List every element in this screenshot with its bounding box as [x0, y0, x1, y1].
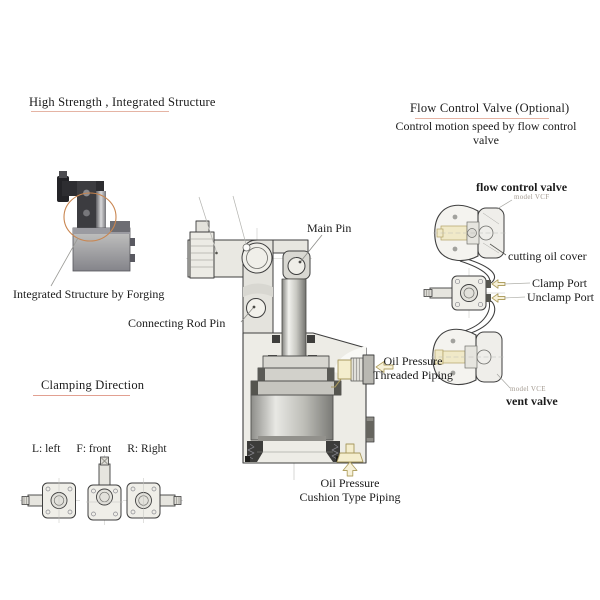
cutting-oil-cover-leader [489, 243, 507, 256]
oil-flow-arrows [342, 279, 506, 477]
main-pin-leader [300, 234, 323, 262]
direction-left-diagram [20, 478, 80, 523]
model-vcf-label: model VCF [514, 193, 550, 201]
cushion-piping-arrow-icon [342, 461, 358, 477]
clamping-direction-underline [33, 395, 130, 396]
cushion-piping-line2: Cushion Type Piping [299, 490, 401, 505]
high-strength-title: High Strength , Integrated Structure [29, 95, 216, 109]
piston [250, 394, 334, 441]
unclamp-port-arrow-icon [491, 293, 506, 303]
legend-front: F: front [76, 443, 112, 455]
clamp-port-arrow-icon [491, 279, 506, 289]
clamping-direction-title: Clamping Direction [41, 378, 145, 392]
flow-control-underline [415, 118, 549, 119]
flow-control-valve-drawing [433, 204, 508, 261]
legend-left: L: left [32, 443, 61, 455]
model-vce-leader [496, 373, 511, 389]
flow-control-subtitle-line1: Control motion speed by flow control [395, 119, 577, 133]
unclamp-port [486, 294, 491, 302]
connecting-rod-pin-label: Connecting Rod Pin [128, 316, 226, 330]
high-strength-underline [31, 111, 169, 112]
model-vcf-leader [496, 199, 513, 210]
direction-right-diagram [123, 478, 183, 523]
flow-control-subtitle: Control motion speed by flow control val… [391, 119, 581, 147]
connecting-rod-pin [246, 298, 266, 318]
clamp-port [486, 280, 491, 288]
legend-right: R: Right [127, 443, 167, 455]
threaded-piping-arrow-icon [375, 361, 394, 373]
flow-control-subtitle-line2: valve [473, 133, 499, 148]
photo-leader-line [50, 237, 79, 287]
arm-bolt [189, 231, 215, 279]
cushion-piping-label: Oil Pressure Cushion Type Piping [286, 476, 414, 504]
photo-caption: Integrated Structure by Forging [13, 287, 165, 301]
cylinder-cross-section [186, 220, 375, 480]
clamping-direction-diagrams [20, 455, 183, 525]
clamp-port-label: Clamp Port [532, 276, 588, 290]
vent-valve-label: vent valve [506, 394, 558, 408]
forged-clamp-photo [50, 171, 135, 287]
connecting-rod-pin-leader [240, 307, 254, 323]
cushion-piping-line1: Oil Pressure [320, 476, 380, 490]
flow-control-title: Flow Control Valve (Optional) [410, 101, 570, 115]
model-vce-label: model VCE [510, 385, 546, 393]
clamp-port-leader [503, 282, 531, 285]
unclamp-port-leader [503, 296, 526, 299]
direction-front-diagram [86, 455, 123, 525]
clamp-top-view [423, 268, 505, 318]
threaded-port-fitting [350, 357, 364, 382]
main-pin-label: Main Pin [307, 221, 352, 235]
threaded-piping-label: Oil Pressure Threaded Piping [368, 354, 458, 382]
threaded-piping-line1: Oil Pressure [383, 354, 443, 368]
vent-valve-drawing [431, 328, 506, 385]
clamping-direction-legend: L: left F: front R: Right [32, 443, 167, 455]
cushion-valve [345, 443, 355, 454]
unclamp-port-label: Unclamp Port [527, 290, 594, 304]
flow-control-valve-label: flow control valve [476, 180, 568, 194]
forging-highlight-circle [63, 192, 117, 242]
threaded-piping-line2: Threaded Piping [373, 368, 453, 383]
cutting-oil-cover-label: cutting oil cover [508, 249, 587, 263]
leader-lines [198, 195, 531, 389]
